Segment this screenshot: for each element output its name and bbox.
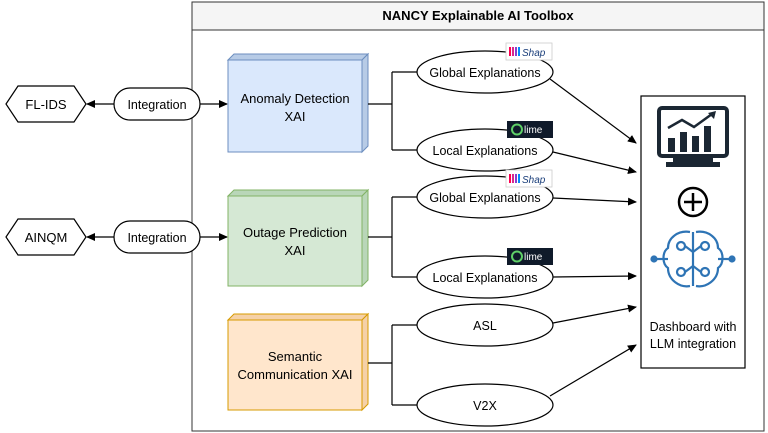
fl-ids-node: FL-IDS bbox=[5, 85, 87, 123]
outage-prediction-module: Outage Prediction XAI bbox=[226, 188, 370, 288]
global-explanations-1-label: Global Explanations bbox=[429, 66, 540, 80]
arrow-v2x-dashboard bbox=[549, 344, 637, 397]
v2x-node: V2X bbox=[416, 383, 554, 427]
shap-logo-2: Shap bbox=[505, 169, 553, 188]
asl-node: ASL bbox=[416, 303, 554, 347]
ainqm-label: AINQM bbox=[25, 230, 68, 245]
fl-ids-label: FL-IDS bbox=[25, 97, 67, 112]
outage-bracket bbox=[368, 196, 418, 278]
global-explanations-1: Global Explanations bbox=[416, 50, 554, 94]
global-explanations-2-label: Global Explanations bbox=[429, 191, 540, 205]
arrow-local-1-dashboard bbox=[552, 151, 637, 175]
ai-brain-icon bbox=[650, 230, 736, 288]
ainqm-node: AINQM bbox=[5, 218, 87, 256]
integration-node-2: Integration bbox=[113, 220, 201, 254]
semantic-bracket bbox=[368, 324, 418, 406]
anomaly-label-2: XAI bbox=[285, 109, 306, 124]
arrow-asl-dashboard bbox=[552, 304, 637, 324]
local-explanations-2: Local Explanations bbox=[416, 255, 554, 299]
shap-logo-1-text: Shap bbox=[522, 48, 546, 59]
anomaly-bracket bbox=[368, 71, 418, 151]
arrow-global-1-dashboard bbox=[549, 78, 637, 144]
v2x-label: V2X bbox=[473, 399, 497, 413]
outage-label-2: XAI bbox=[285, 243, 306, 258]
monitor-chart-icon bbox=[657, 106, 729, 167]
lime-logo-1-text: lime bbox=[524, 125, 543, 136]
lime-logo-2: lime bbox=[507, 248, 553, 265]
semantic-label-1: Semantic bbox=[268, 349, 323, 364]
anomaly-label-1: Anomaly Detection bbox=[240, 91, 349, 106]
anomaly-detection-module: Anomaly Detection XAI bbox=[226, 52, 370, 154]
arrow-local-2-dashboard bbox=[552, 272, 637, 281]
integration-label-1: Integration bbox=[127, 98, 186, 112]
lime-logo-1: lime bbox=[507, 121, 553, 138]
semantic-label-2: Communication XAI bbox=[238, 367, 353, 382]
shap-logo-2-text: Shap bbox=[522, 175, 546, 186]
local-explanations-1: Local Explanations bbox=[416, 128, 554, 172]
toolbox-title: NANCY Explainable AI Toolbox bbox=[382, 8, 574, 23]
lime-logo-2-text: lime bbox=[524, 252, 543, 263]
plus-icon bbox=[677, 186, 709, 218]
semantic-communication-module: Semantic Communication XAI bbox=[226, 312, 370, 412]
arrow-global-2-dashboard bbox=[552, 197, 637, 206]
integration-label-2: Integration bbox=[127, 231, 186, 245]
dashboard-label-1: Dashboard with bbox=[650, 320, 737, 334]
dashboard-label-2: LLM integration bbox=[650, 337, 736, 351]
dashboard-box: Dashboard with LLM integration bbox=[640, 95, 746, 369]
asl-label: ASL bbox=[473, 319, 497, 333]
integration-node-1: Integration bbox=[113, 87, 201, 121]
local-explanations-2-label: Local Explanations bbox=[433, 271, 538, 285]
shap-logo-1: Shap bbox=[505, 42, 553, 61]
local-explanations-1-label: Local Explanations bbox=[433, 144, 538, 158]
toolbox-title-bar bbox=[191, 1, 765, 31]
outage-label-1: Outage Prediction bbox=[243, 225, 347, 240]
